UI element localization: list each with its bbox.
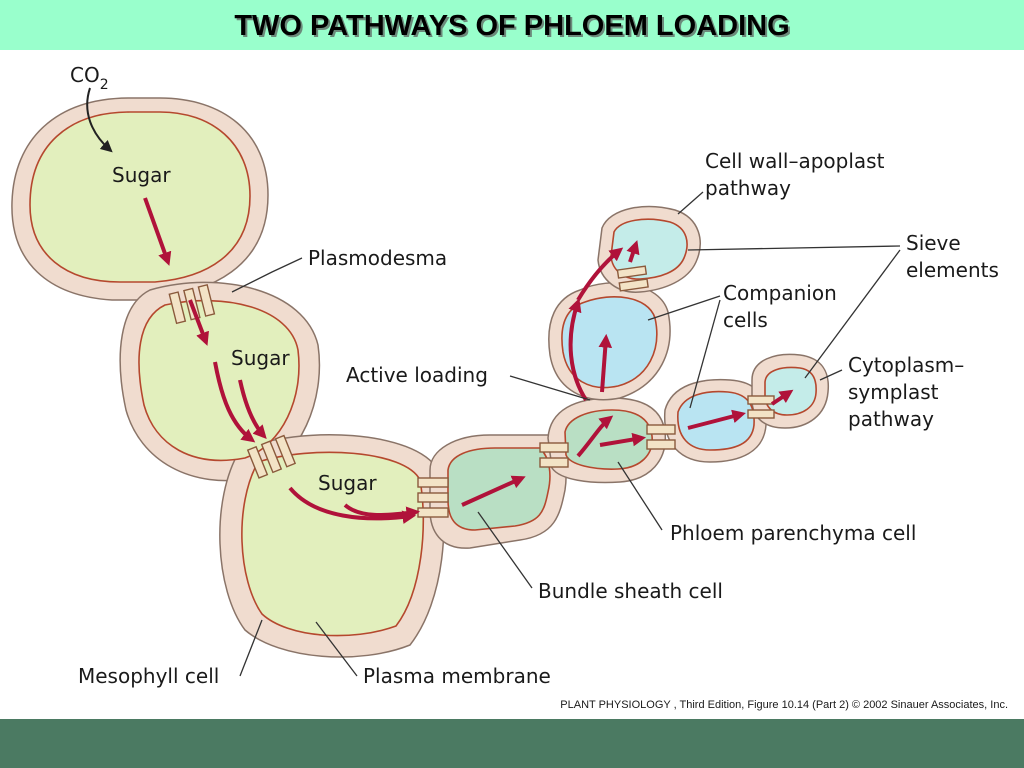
mesophyll-cytoplasm-1 bbox=[29, 111, 251, 283]
leader-companion-lower bbox=[689, 299, 721, 409]
sugar-flow-arrow-4 bbox=[238, 379, 267, 440]
cytoplasm-symplast-label-line1: Cytoplasm– bbox=[848, 353, 964, 377]
plasmodesmata-group-4 bbox=[539, 442, 569, 468]
sugar-flow-arrow-1 bbox=[143, 197, 172, 266]
cell-wall-apoplast-label-line2: pathway bbox=[705, 176, 791, 200]
active-loading-label: Active loading bbox=[346, 363, 488, 387]
companion-cells-label-line1: Companion bbox=[723, 281, 837, 305]
phloem-parenchyma-cytoplasm bbox=[564, 409, 653, 470]
title-bar bbox=[0, 0, 1024, 50]
sieve-elements-label-line1: Sieve bbox=[906, 231, 961, 255]
co2-subscript: 2 bbox=[100, 77, 109, 93]
co2-arrow bbox=[86, 87, 113, 153]
sugar-label-1: Sugar bbox=[112, 163, 171, 187]
phloem-loading-diagram: CO2 Sugar Sugar Sugar Plasmodesma Cell w… bbox=[11, 63, 1008, 711]
mesophyll-cell-label: Mesophyll cell bbox=[78, 664, 219, 688]
sugar-flow-arrow-3 bbox=[213, 361, 256, 443]
companion-cells-label-line2: cells bbox=[723, 308, 768, 332]
cytoplasm-symplast-label-line3: pathway bbox=[848, 407, 934, 431]
plasmodesmata-group-6 bbox=[747, 395, 775, 419]
sugar-flow-arrow-13 bbox=[626, 240, 640, 263]
leader-plasma-membrane bbox=[315, 621, 358, 677]
plasmodesmata-group-5 bbox=[646, 424, 676, 450]
leader-sieve-upper bbox=[687, 245, 901, 251]
active-loading-arrow-1 bbox=[568, 298, 588, 402]
leader-mesophyll bbox=[239, 619, 263, 677]
sugar-flow-arrow-7 bbox=[461, 475, 526, 507]
leader-companion-upper bbox=[647, 295, 721, 321]
leader-phloem-parenchyma bbox=[617, 461, 663, 531]
leader-cell-wall-apoplast bbox=[677, 191, 704, 215]
sugar-flow-arrow-10 bbox=[687, 409, 746, 430]
sieve-elements-label-line2: elements bbox=[906, 258, 999, 282]
sugar-label-3: Sugar bbox=[318, 471, 377, 495]
active-loading-arrow-2 bbox=[598, 333, 613, 393]
sieve-element-lower-cytoplasm bbox=[764, 366, 817, 416]
leader-sieve-lower bbox=[804, 249, 901, 379]
sugar-label-2: Sugar bbox=[231, 346, 290, 370]
cell-wall-apoplast-label-line1: Cell wall–apoplast bbox=[705, 149, 885, 173]
sugar-flow-arrow-9 bbox=[599, 432, 647, 447]
sugar-flow-arrow-8 bbox=[576, 415, 614, 458]
sugar-flow-arrow-5 bbox=[288, 486, 417, 524]
leader-active-loading bbox=[509, 375, 591, 401]
plasmodesmata-group-7 bbox=[616, 265, 649, 292]
leader-plasmodesma bbox=[231, 257, 303, 293]
cytoplasm-symplast-label-line2: symplast bbox=[848, 380, 939, 404]
mesophyll-cytoplasm-3 bbox=[241, 451, 425, 637]
plasmodesma-label: Plasmodesma bbox=[308, 246, 447, 270]
sugar-flow-arrow-12 bbox=[576, 247, 624, 302]
bundle-sheath-cell-label: Bundle sheath cell bbox=[538, 579, 723, 603]
plasma-membrane-label: Plasma membrane bbox=[363, 664, 551, 688]
footer-bar bbox=[0, 719, 1024, 768]
sugar-flow-arrow-6 bbox=[343, 503, 421, 520]
phloem-parenchyma-cell-label: Phloem parenchyma cell bbox=[670, 521, 916, 545]
slide-title: TWO PATHWAYS OF PHLOEM LOADING bbox=[234, 10, 790, 42]
co2-label: CO2 bbox=[70, 63, 109, 93]
sugar-flow-arrow-2 bbox=[188, 299, 209, 346]
plasmodesmata-group-2 bbox=[246, 434, 297, 479]
figure-credit: PLANT PHYSIOLOGY , Third Edition, Figure… bbox=[560, 699, 1008, 711]
leader-bundle-sheath bbox=[477, 511, 533, 589]
leader-cytoplasm-symplast bbox=[819, 369, 843, 381]
plasmodesmata-group-3 bbox=[417, 477, 449, 518]
sugar-flow-arrow-11 bbox=[770, 389, 794, 406]
